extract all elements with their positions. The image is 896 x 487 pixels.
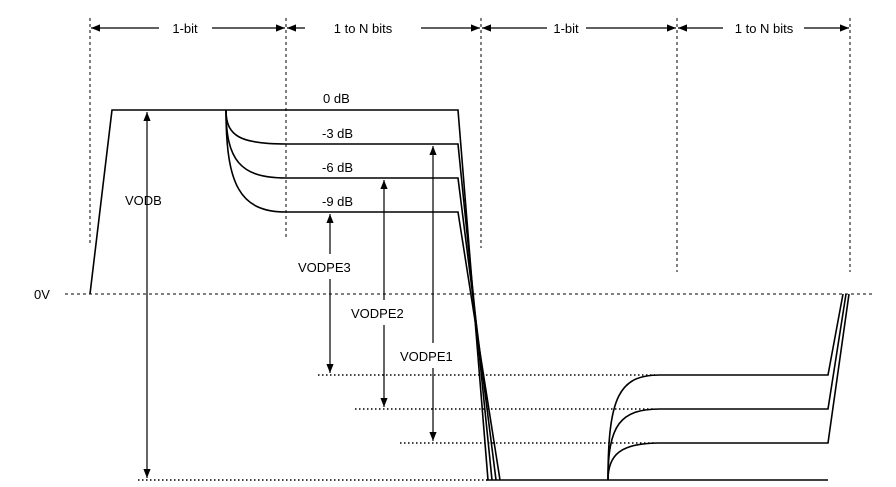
label-1-to-n-first: 1 to N bits: [334, 21, 393, 36]
recovery-6db: [607, 293, 850, 481]
level-label-0db: 0 dB: [323, 91, 350, 106]
vodpe2-label: VODPE2: [351, 306, 404, 321]
reference-dotted-lines: [138, 374, 655, 481]
level-label-6db: -6 dB: [322, 160, 353, 175]
zero-volt-label: 0V: [34, 287, 50, 302]
label-1-to-n-second: 1 to N bits: [735, 21, 794, 36]
bit-boundaries: [89, 18, 851, 272]
waveform-0db: [89, 109, 489, 481]
label-1-bit-first: 1-bit: [172, 21, 198, 36]
waveform-9db: [225, 109, 501, 481]
recovery-3db: [607, 293, 847, 481]
waveforms-low: [486, 293, 850, 481]
recovery-0db: [607, 293, 844, 481]
waveforms-high: [89, 109, 501, 481]
label-1-bit-second: 1-bit: [553, 21, 579, 36]
level-label-9db: -9 dB: [322, 194, 353, 209]
vodpe1-label: VODPE1: [400, 349, 453, 364]
waveform-3db: [225, 109, 493, 481]
vodb-label: VODB: [125, 193, 162, 208]
vodpe3-label: VODPE3: [298, 260, 351, 275]
level-label-3db: -3 dB: [322, 126, 353, 141]
waveform-6db: [225, 109, 497, 481]
